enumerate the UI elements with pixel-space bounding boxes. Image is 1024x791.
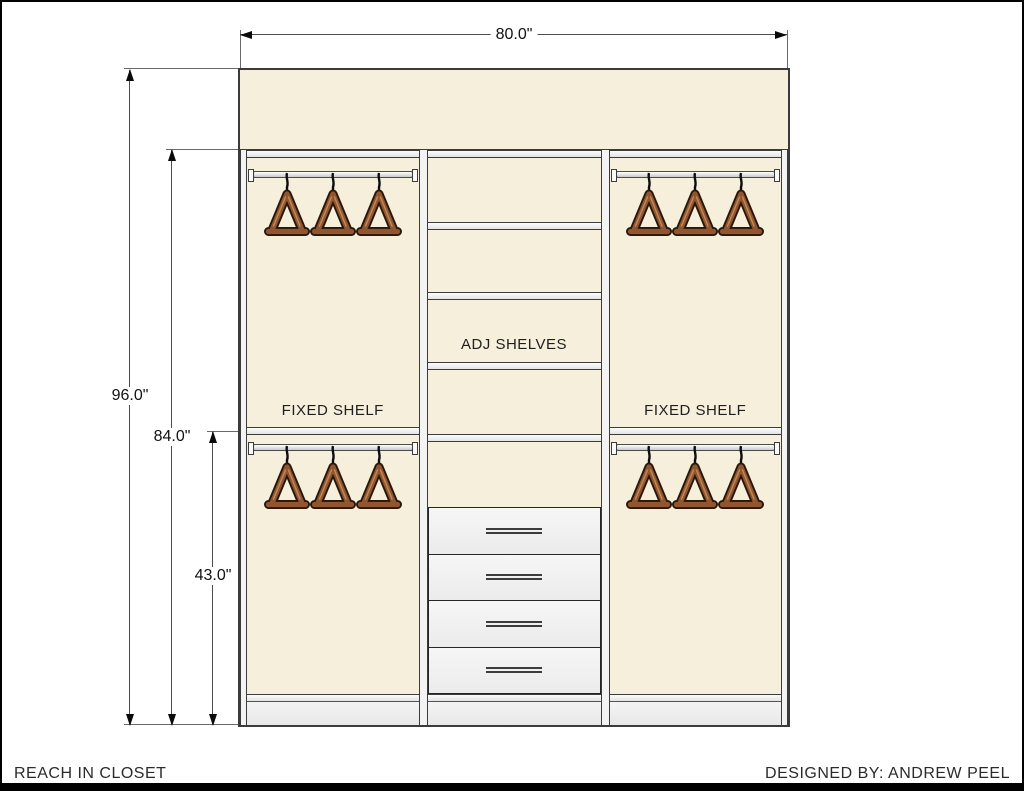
rod-end-cap — [774, 169, 780, 182]
dimension-arrow-icon — [208, 714, 217, 726]
dimension-unit-height: 84.0" — [148, 428, 196, 446]
top-shelf — [427, 150, 601, 158]
extension-line — [240, 30, 241, 68]
drawer — [428, 553, 600, 600]
hanger-icon — [672, 172, 719, 236]
hanger-row — [610, 445, 782, 511]
rod-end-cap — [248, 442, 254, 455]
drawer-handle — [486, 574, 542, 581]
fixed-shelf — [609, 427, 781, 435]
fixed-shelf-label: FIXED SHELF — [281, 402, 384, 419]
drawing-title: REACH IN CLOSET — [14, 765, 167, 782]
drawer-handle — [486, 620, 542, 627]
rod-end-cap — [610, 442, 617, 455]
vertical-divider-panel — [600, 150, 610, 725]
toe-kick — [247, 701, 419, 725]
hanger-icon — [718, 172, 765, 236]
hanger-icon — [309, 445, 356, 509]
toe-kick — [609, 701, 781, 725]
drawer — [428, 600, 600, 647]
hanger-icon — [309, 172, 356, 236]
hanger-icon — [672, 445, 719, 509]
rod-end-cap — [774, 442, 780, 455]
hanger-icon — [626, 445, 673, 509]
drawer-handle — [486, 667, 542, 674]
adjustable-shelf — [427, 292, 601, 300]
dimension-rod-height: 43.0" — [189, 567, 237, 585]
drawer — [428, 646, 600, 693]
hanger-row — [247, 445, 419, 511]
extension-line — [124, 724, 238, 725]
dimension-overall-height: 96.0" — [106, 387, 154, 405]
dimension-arrow-icon — [167, 149, 176, 161]
fixed-shelf-label: FIXED SHELF — [644, 402, 747, 419]
dimension-arrow-icon — [167, 714, 176, 726]
hanger-row — [247, 172, 419, 238]
adj-shelves-label: ADJ SHELVES — [460, 336, 568, 353]
drawer — [428, 508, 600, 554]
hanger-icon — [718, 445, 765, 509]
left-gable-panel — [240, 150, 247, 725]
top-shelf — [609, 150, 781, 158]
adjustable-shelf — [427, 222, 601, 230]
drawer-handle — [486, 527, 542, 534]
designer-credit: DESIGNED BY: ANDREW PEEL — [765, 765, 1010, 782]
fixed-shelf — [247, 427, 419, 435]
rod-end-cap — [411, 169, 418, 182]
rod-end-cap — [610, 169, 617, 182]
hanger-icon — [263, 445, 310, 509]
hanger-icon — [263, 172, 310, 236]
extension-line — [166, 149, 238, 150]
extension-line — [787, 30, 788, 68]
dimension-arrow-icon — [208, 431, 217, 443]
toe-kick — [427, 701, 601, 725]
top-shelf — [247, 150, 419, 158]
hanger-row — [610, 172, 782, 238]
dimension-arrow-icon — [775, 30, 787, 39]
dimension-overall-width: 80.0" — [490, 26, 538, 44]
section-middle-shelves-drawers: ADJ SHELVES — [427, 150, 601, 725]
section-right-hanging: FIXED SHELF — [609, 150, 782, 725]
closet-sections: FIXED SHELF ADJ SHELVES — [240, 150, 788, 725]
hanger-icon — [355, 445, 402, 509]
title-block-bottom-bar — [2, 783, 1022, 789]
closet-header-panel — [240, 70, 788, 150]
dimension-arrow-icon — [125, 69, 134, 81]
section-left-hanging: FIXED SHELF — [247, 150, 419, 725]
extension-line — [124, 68, 238, 69]
vertical-divider-panel — [418, 150, 428, 725]
hanger-icon — [355, 172, 402, 236]
extension-line — [207, 431, 238, 432]
dimension-arrow-icon — [240, 30, 252, 39]
rod-end-cap — [411, 442, 418, 455]
adjustable-shelf — [427, 434, 601, 442]
hanger-icon — [626, 172, 673, 236]
closet-elevation: FIXED SHELF ADJ SHELVES — [238, 68, 790, 727]
right-gable-panel — [781, 150, 788, 725]
drawer-bank — [427, 507, 601, 694]
dimension-arrow-icon — [125, 714, 134, 726]
rod-end-cap — [248, 169, 254, 182]
adjustable-shelf — [427, 362, 601, 370]
